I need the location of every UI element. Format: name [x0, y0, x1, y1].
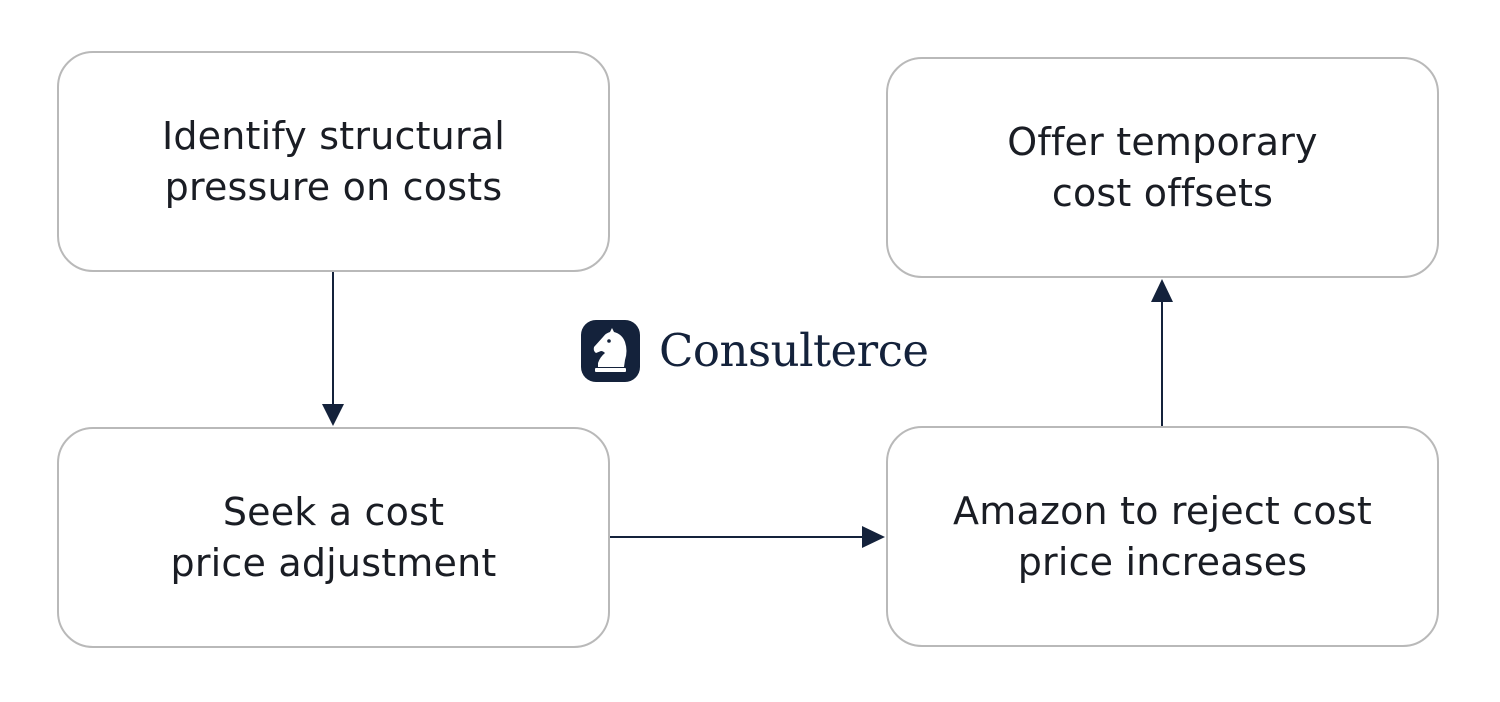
knight-chess-logo-icon [581, 320, 640, 382]
node-label-line: Amazon to reject cost [953, 488, 1372, 533]
arrowhead-up-icon [1151, 279, 1173, 302]
node-label-line: Offer temporary [1007, 119, 1318, 164]
node-label-line: cost offsets [1051, 170, 1274, 215]
brand-name: Consulterce [659, 324, 929, 377]
node-label-line: price increases [1017, 539, 1308, 584]
node-identify-structural-pressure: Identify structural pressure on costs [57, 51, 610, 272]
node-label-line: Seek a cost [222, 489, 445, 534]
node-amazon-reject-increases: Amazon to reject cost price increases [886, 426, 1439, 647]
arrowhead-right-icon [862, 526, 885, 548]
brand-logo: Consulterce [581, 320, 929, 382]
node-label-line: pressure on costs [164, 164, 503, 209]
node-label-line: price adjustment [170, 540, 497, 585]
arrowhead-down-icon [322, 404, 344, 426]
node-offer-temporary-offsets: Offer temporary cost offsets [886, 57, 1439, 278]
node-seek-cost-price-adjustment: Seek a cost price adjustment [57, 427, 610, 648]
node-label-line: Identify structural [161, 113, 506, 158]
